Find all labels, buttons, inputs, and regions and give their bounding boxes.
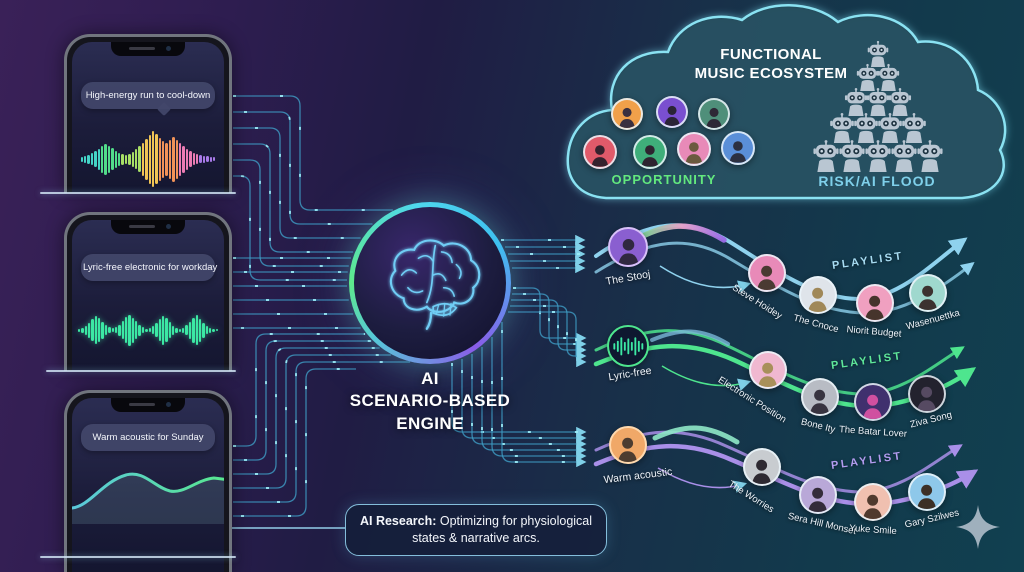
opportunity-avatar	[611, 98, 643, 130]
flow2-artist-avatar	[908, 375, 946, 413]
phone-side-button	[64, 121, 67, 147]
phone-mockup-2: Lyric-free electronic for workday	[64, 212, 232, 371]
research-connector-line	[230, 527, 346, 529]
robot-icon	[915, 139, 945, 172]
robot-pyramid	[790, 44, 966, 172]
opportunity-avatar	[633, 135, 667, 169]
scenario-bubble-3: Warm acoustic for Sunday	[81, 424, 215, 451]
phone-notch	[111, 398, 185, 412]
sparkle-icon	[956, 505, 1000, 549]
opportunity-avatar	[721, 131, 755, 165]
flow2-artist-avatar	[749, 351, 787, 389]
phone-mockup-3: Warm acoustic for Sunday	[64, 390, 232, 572]
flow1-artist-avatar	[748, 254, 786, 292]
phone-side-button	[64, 299, 67, 325]
risk-label: RISK/AI FLOOD	[818, 173, 936, 189]
divider-line	[46, 370, 236, 372]
scenario-bubble-1: High-energy run to cool-down	[81, 82, 215, 109]
opportunity-avatar	[677, 132, 711, 166]
waveform-green-icon	[77, 300, 219, 360]
divider-line	[40, 556, 236, 558]
phone-screen: High-energy run to cool-down	[72, 42, 224, 193]
phone-notch	[111, 220, 185, 234]
brain-icon	[389, 239, 481, 330]
flow3-artist-avatar	[799, 476, 837, 514]
acoustic-curve-icon	[72, 472, 224, 524]
divider-line	[40, 192, 236, 194]
flow1-artist-avatar	[856, 284, 894, 322]
flow1-artist-avatar	[909, 274, 947, 312]
flow3-artist-avatar	[908, 473, 946, 511]
phone-side-button	[64, 477, 67, 503]
research-note: AI Research: Optimizing for physiologica…	[345, 504, 607, 556]
ecosystem-title: FUNCTIONAL MUSIC ECOSYSTEM	[694, 46, 848, 82]
flow2-artist-avatar	[854, 383, 892, 421]
research-note-text: Optimizing for physiological states & na…	[412, 514, 593, 545]
phone-screen: Warm acoustic for Sunday	[72, 398, 224, 572]
phone-notch	[111, 42, 185, 56]
flow3-artist-avatar	[854, 483, 892, 521]
flow2-source-node	[607, 325, 649, 367]
phone-screen: Lyric-free electronic for workday	[72, 220, 224, 371]
phone-side-button	[64, 453, 67, 469]
waveform-rainbow-icon	[78, 126, 218, 192]
flow2-artist-avatar	[801, 378, 839, 416]
flow3-source-avatar	[609, 426, 647, 464]
engine-title: AI SCENARIO-BASED ENGINE	[349, 369, 511, 433]
opportunity-avatar	[698, 98, 730, 130]
phone-side-button	[64, 97, 67, 113]
ai-engine-circle	[349, 202, 511, 364]
flow1-source-avatar	[608, 227, 648, 267]
phone-mockup-1: High-energy run to cool-down	[64, 34, 232, 193]
research-note-strong: AI Research:	[359, 514, 437, 528]
ai-engine-inner	[354, 207, 506, 359]
opportunity-label: OPPORTUNITY	[611, 172, 717, 187]
circuit-traces	[233, 95, 587, 517]
mini-waveform-icon	[613, 336, 643, 356]
opportunity-avatar	[656, 96, 688, 128]
phone-side-button	[64, 275, 67, 291]
flow1-artist-avatar	[799, 276, 837, 314]
flow3-artist-avatar	[743, 448, 781, 486]
opportunity-avatar	[583, 135, 617, 169]
scenario-bubble-2: Lyric-free electronic for workday	[81, 254, 217, 281]
